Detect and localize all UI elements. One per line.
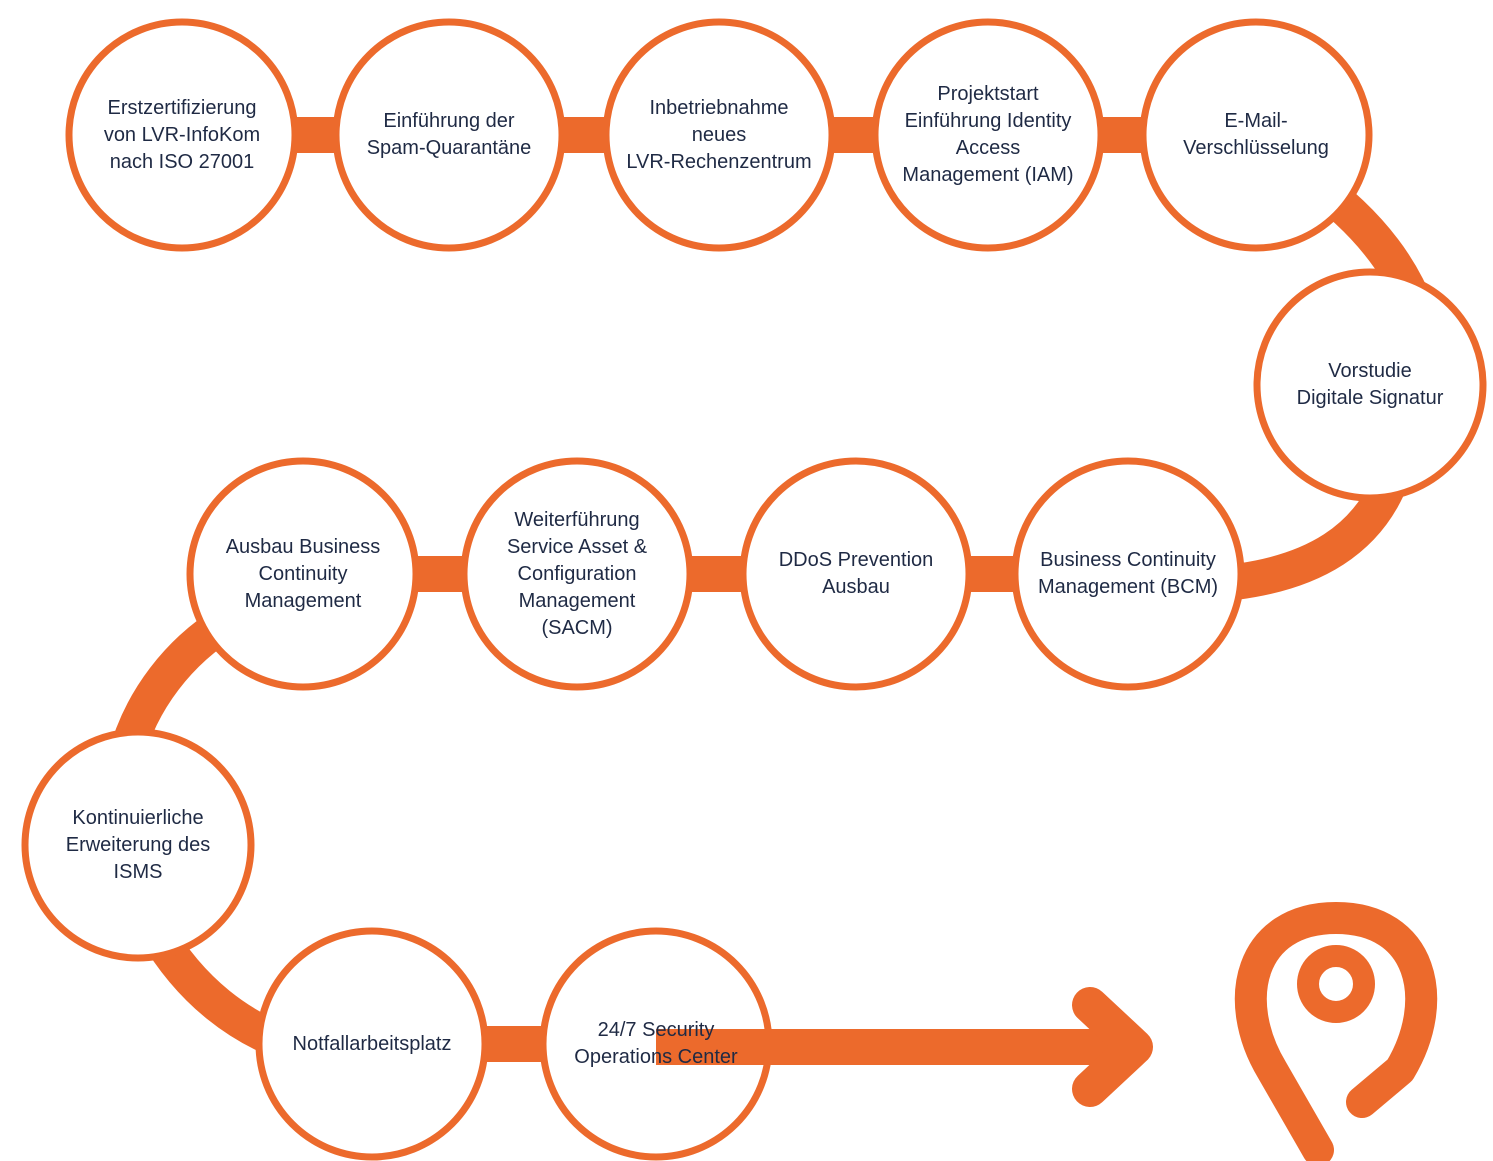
milestone-label: Notfallarbeitsplatz bbox=[292, 1032, 452, 1055]
milestone-circle bbox=[739, 457, 973, 691]
milestone-label: Erstzertifizierung von LVR-InfoKom nach … bbox=[103, 96, 261, 173]
milestone-circle bbox=[1253, 268, 1487, 502]
milestone-label: Weiterführung Service Asset & Configurat… bbox=[506, 508, 648, 639]
milestone-circle bbox=[1139, 18, 1373, 252]
milestone-label: Projektstart Einführung Identity Access … bbox=[902, 83, 1074, 186]
milestone-circle bbox=[186, 457, 420, 691]
location-pin-icon bbox=[1234, 902, 1438, 1161]
milestone-circle bbox=[871, 18, 1105, 252]
milestone-circle bbox=[332, 18, 566, 252]
milestone-circle bbox=[255, 927, 489, 1161]
pin-inner-ring bbox=[1297, 945, 1375, 1023]
milestone-label: E-Mail- Verschlüsselung bbox=[1183, 110, 1329, 159]
milestone-circle bbox=[460, 457, 694, 691]
milestone-circle bbox=[65, 18, 299, 252]
milestone-label: 24/7 Security Operations Center bbox=[574, 1019, 738, 1068]
milestone-label: Einführung der Spam-Quarantäne bbox=[366, 110, 532, 159]
arrow-right-icon bbox=[1072, 987, 1153, 1107]
milestone-label: Inbetriebnahme neues LVR-Rechenzentrum bbox=[626, 96, 812, 173]
milestone-label: Vorstudie Digitale Signatur bbox=[1296, 360, 1444, 409]
milestone-label: Kontinuierliche Erweiterung des ISMS bbox=[65, 806, 211, 883]
milestone-circle bbox=[602, 18, 836, 252]
milestone-label: Ausbau Business Continuity Management bbox=[225, 535, 381, 612]
milestone-label: Business Continuity Management (BCM) bbox=[1037, 549, 1219, 598]
milestone-circle bbox=[1011, 457, 1245, 691]
milestone-label: DDoS Prevention Ausbau bbox=[778, 549, 934, 598]
milestone-circle bbox=[21, 728, 255, 962]
